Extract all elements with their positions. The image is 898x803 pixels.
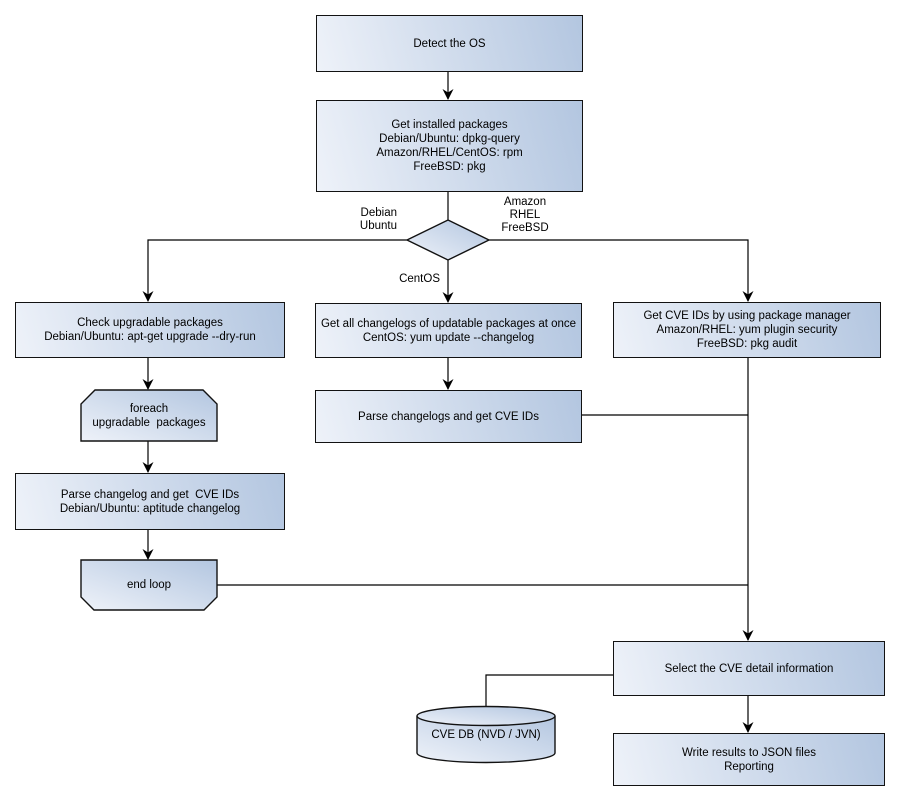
node-text: Debian/Ubuntu: apt-get upgrade --dry-run [44, 331, 256, 343]
node-text: Get all changelogs of updatable packages… [320, 317, 577, 330]
node-text: Debian/Ubuntu: aptitude changelog [59, 502, 241, 515]
node-text: Reporting [724, 760, 774, 773]
node-text: FreeBSD: pkg [413, 161, 486, 173]
node-parse-changelogs-centos: Parse changelogs and get CVE IDs [315, 390, 582, 443]
edge-label-debian-ubuntu: Debian Ubuntu [330, 207, 397, 233]
node-text: Write results to JSON files [682, 746, 816, 759]
node-parse-changelog-debian: Parse changelog and get CVE IDs Debian/U… [15, 473, 285, 530]
node-detect-os: Detect the OS [316, 15, 583, 72]
node-text: FreeBSD: pkg audit [696, 338, 798, 350]
node-text: Parse changelog and get CVE IDs [60, 488, 240, 501]
edge-label-text: Amazon [503, 196, 547, 208]
cve-db-cylinder [416, 705, 556, 764]
node-text: Select the CVE detail information [664, 662, 834, 675]
node-text: Get installed packages [391, 119, 508, 131]
node-select-cve-detail: Select the CVE detail information [613, 641, 885, 696]
arrowheads [142, 89, 754, 733]
node-cve-db-label: CVE DB (NVD / JVN) [417, 716, 555, 754]
node-write-results: Write results to JSON files Reporting [613, 733, 885, 786]
end-loop-shape [80, 559, 218, 611]
node-text: Amazon/RHEL/CentOS: rpm [376, 147, 523, 159]
node-text: Debian/Ubuntu: dpkg-query [379, 133, 520, 145]
node-end-loop: end loop [81, 560, 217, 610]
node-foreach-loop: foreach upgradable packages [81, 390, 217, 441]
node-text: Check upgradable packages [77, 317, 223, 329]
node-text: upgradable packages [92, 416, 206, 429]
node-text: Parse changelogs and get CVE IDs [358, 410, 539, 423]
edge-label-text: FreeBSD [501, 222, 549, 234]
edge-label-amazon-rhel-freebsd: Amazon RHEL FreeBSD [493, 196, 557, 235]
edge-label-text: Debian [360, 207, 397, 219]
node-text: Amazon/RHEL: yum plugin security [656, 324, 838, 336]
edge-label-text: CentOS [399, 273, 440, 285]
node-get-all-changelogs: Get all changelogs of updatable packages… [315, 303, 582, 358]
node-check-upgradable-packages: Check upgradable packages Debian/Ubuntu:… [15, 302, 285, 358]
node-text: CentOS: yum update --changelog [362, 331, 535, 344]
node-text: CVE DB (NVD / JVN) [431, 729, 541, 741]
foreach-loop-shape [80, 389, 218, 442]
node-text: foreach [129, 402, 169, 415]
edge-label-text: Ubuntu [359, 220, 397, 232]
node-get-installed-packages: Get installed packages Debian/Ubuntu: dp… [316, 100, 583, 192]
edge-label-text: RHEL [509, 209, 541, 221]
node-text: Detect the OS [413, 37, 486, 50]
node-text: Get CVE IDs by using package manager [643, 310, 851, 322]
node-text: end loop [126, 579, 172, 591]
node-get-cve-ids-pkg-manager: Get CVE IDs by using package manager Ama… [613, 302, 881, 358]
os-decision-diamond [405, 219, 491, 261]
edge-label-centos: CentOS [390, 273, 440, 286]
